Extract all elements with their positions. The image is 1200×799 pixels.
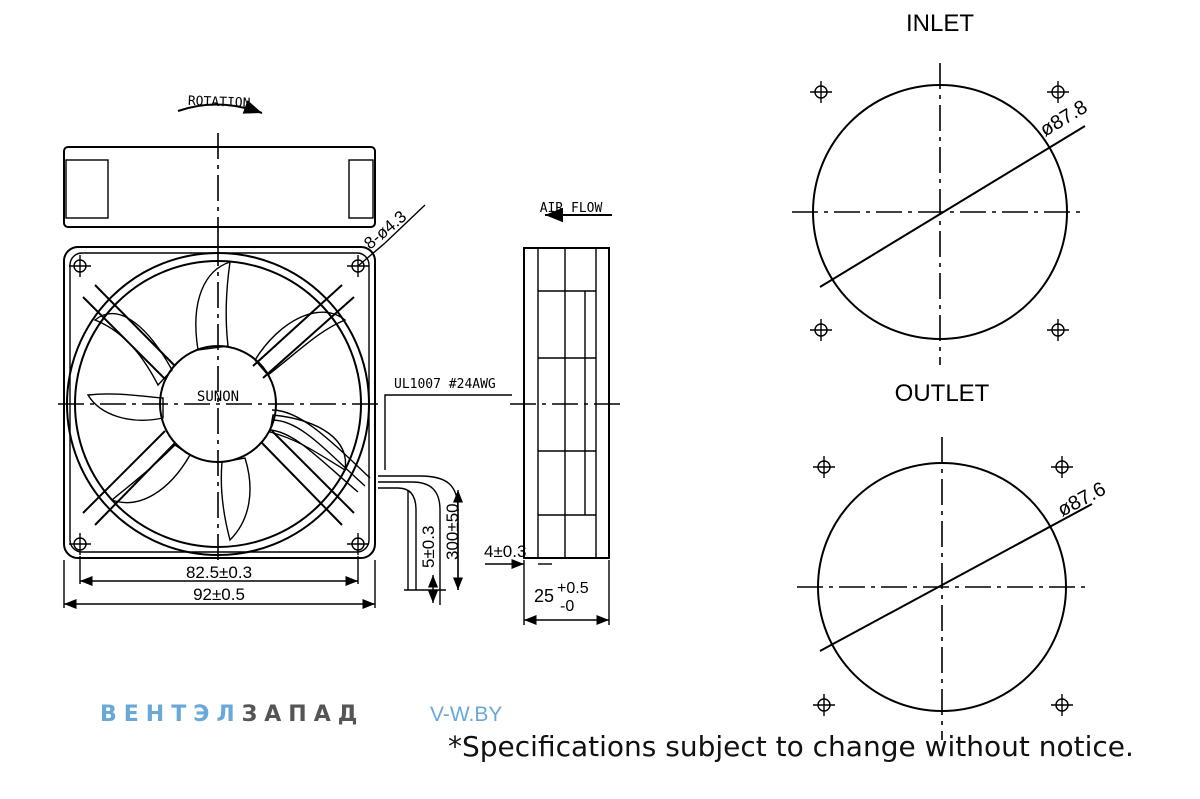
inlet-view: INLET ø87.8	[792, 10, 1091, 365]
wire-spec-label: UL1007 #24AWG	[394, 377, 496, 392]
brand-part-1: ВЕНТЭЛ	[100, 702, 242, 727]
inlet-title: INLET	[906, 10, 974, 37]
dim-depth-tol-plus: +0.5	[557, 580, 589, 597]
dim-rib-thickness: 4±0.3	[484, 542, 526, 561]
brand-logo: ВЕНТЭЛЗАПАД	[100, 702, 364, 727]
brand-site: V-W.BY	[430, 703, 503, 726]
lead-wires: 5±0.3 300±50 UL1007 #24AWG	[378, 377, 512, 605]
dim-strip-length: 5±0.3	[419, 526, 438, 568]
hub-label: SUNON	[197, 389, 239, 405]
hole-diameter-label: 8-ø4.3	[360, 207, 410, 253]
dim-depth: 25	[534, 586, 554, 606]
outlet-title: OUTLET	[895, 380, 990, 407]
dim-lead-length: 300±50	[443, 503, 462, 560]
outlet-view: OUTLET ø87.6	[797, 380, 1110, 740]
dim-frame-width: 92±0.5	[193, 585, 245, 604]
dim-depth-tol-minus: -0	[560, 598, 574, 615]
spec-notice: *Specifications subject to change withou…	[448, 730, 1134, 763]
rotation-label: ROTATION	[188, 94, 251, 111]
outlet-diameter-label: ø87.6	[1054, 478, 1109, 521]
top-view: ROTATION	[63, 94, 376, 240]
side-view: AIR FLOW 25 +0.5 -0 4±0.3	[484, 201, 622, 626]
inlet-diameter-label: ø87.8	[1036, 96, 1091, 141]
front-view: SUNON 8-ø4.3 82.5±0.3 92±0.5	[58, 204, 426, 610]
brand-part-2: ЗАПАД	[241, 702, 365, 727]
dim-hole-pitch: 82.5±0.3	[186, 563, 252, 582]
airflow-label: AIR FLOW	[540, 201, 603, 216]
